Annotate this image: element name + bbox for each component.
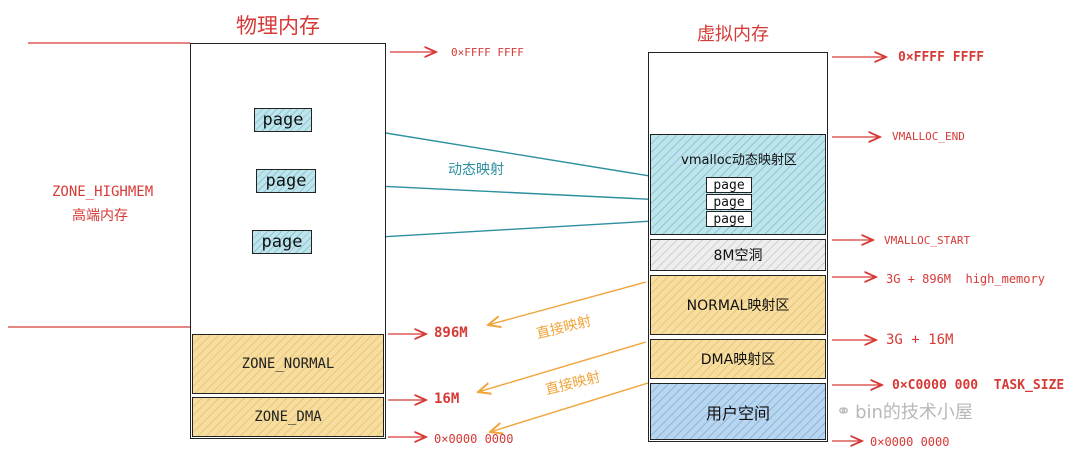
vmalloc-area-label: vmalloc动态映射区	[681, 153, 797, 168]
virt-page-3: page	[706, 211, 752, 227]
direct-map-arrow-1	[488, 281, 647, 325]
vmalloc-end-label: VMALLOC_END	[892, 130, 965, 143]
task-size-label: 0×C0000 000 TASK_SIZE	[892, 378, 1065, 393]
phys-page-3: page	[252, 230, 312, 254]
direct-map-arrow-3	[490, 382, 649, 432]
direct-map-arrow-2	[478, 341, 647, 392]
gap-8m-block: 8M空洞	[650, 239, 826, 271]
phys-addr-896m: 896M	[434, 325, 468, 341]
normal-map-block: NORMAL映射区	[650, 275, 826, 335]
zone-highmem-label: ZONE_HIGHMEM	[52, 184, 154, 200]
virt-page-2: page	[706, 194, 752, 210]
virt-page-1: page	[706, 177, 752, 193]
phys-addr-bottom: 0×0000 0000	[434, 432, 514, 446]
zone-dma-block: ZONE_DMA	[192, 397, 384, 437]
phys-addr-16m: 16M	[434, 391, 460, 407]
physical-memory-title: 物理内存	[236, 14, 320, 38]
virt-addr-3g16: 3G + 16M	[886, 332, 954, 348]
watermark: ⚭ bin的技术小屋	[836, 398, 973, 424]
high-memory-label: 3G + 896M high_memory	[886, 272, 1045, 286]
wechat-icon: ⚭	[836, 400, 852, 422]
dma-map-block: DMA映射区	[650, 339, 826, 379]
virt-addr-bottom: 0×0000 0000	[870, 435, 950, 449]
watermark-text: bin的技术小屋	[855, 402, 973, 423]
dynamic-mapping-label: 动态映射	[448, 162, 504, 178]
virtual-memory-title: 虚拟内存	[697, 24, 769, 45]
vmalloc-start-label: VMALLOC_START	[884, 234, 971, 247]
user-space-block: 用户空间	[650, 383, 826, 440]
phys-page-1: page	[254, 108, 312, 132]
virt-addr-top: 0×FFFF FFFF	[898, 50, 985, 65]
phys-addr-top: 0×FFFF FFFF	[451, 46, 524, 59]
phys-page-2: page	[256, 169, 316, 193]
zone-normal-block: ZONE_NORMAL	[192, 334, 384, 394]
zone-highmem-cn-label: 高端内存	[72, 208, 128, 224]
